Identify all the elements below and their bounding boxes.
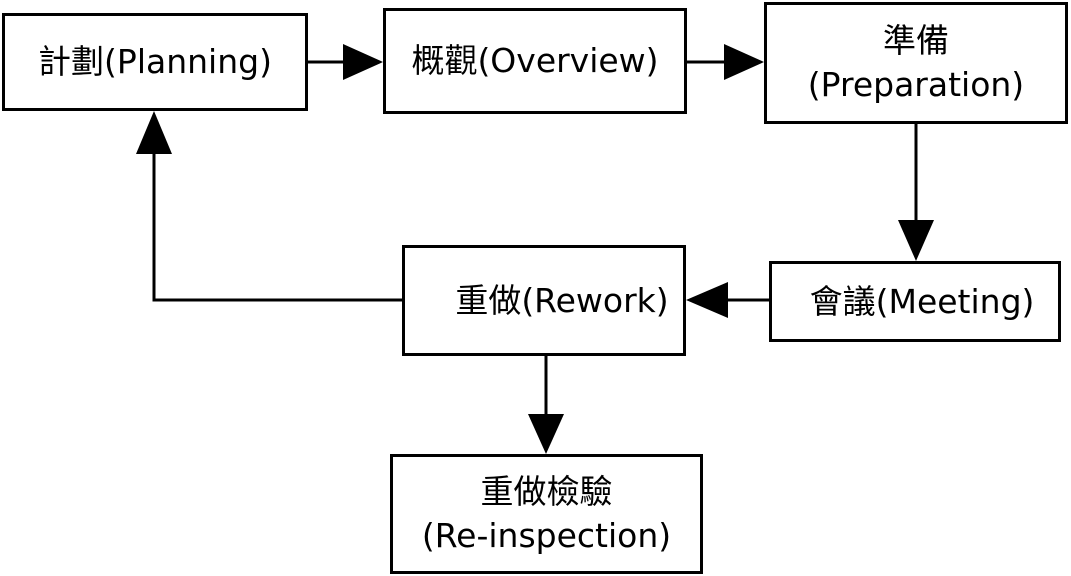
preparation-label-english: (Preparation): [807, 65, 1025, 104]
arrowhead-into-rework: [686, 282, 728, 318]
arrowhead-into-preparation: [724, 44, 764, 80]
rework-label: 重做(Rework): [455, 280, 669, 320]
planning-label: 計劃(Planning): [38, 42, 272, 81]
arrowhead-into-overview: [343, 44, 383, 80]
planning-box: 計劃(Planning): [2, 13, 308, 111]
reinspection-label-english: (Re-inspection): [421, 516, 672, 555]
arrowhead-into-meeting: [898, 220, 934, 261]
overview-box: 概觀(Overview): [383, 8, 687, 114]
edge-rework-to-planning: [152, 154, 402, 302]
meeting-box: 會議(Meeting): [769, 261, 1061, 342]
preparation-box: 準備 (Preparation): [764, 2, 1068, 124]
reinspection-label-chinese: 重做檢驗: [480, 472, 613, 511]
reinspection-box: 重做檢驗 (Re-inspection): [390, 454, 703, 574]
rework-box: 重做(Rework): [402, 245, 686, 356]
overview-label: 概觀(Overview): [411, 41, 659, 80]
arrowhead-into-reinspection: [528, 414, 564, 454]
preparation-label-chinese: 準備: [883, 21, 949, 60]
arrowhead-into-planning: [136, 111, 172, 154]
meeting-label: 會議(Meeting): [809, 281, 1035, 321]
